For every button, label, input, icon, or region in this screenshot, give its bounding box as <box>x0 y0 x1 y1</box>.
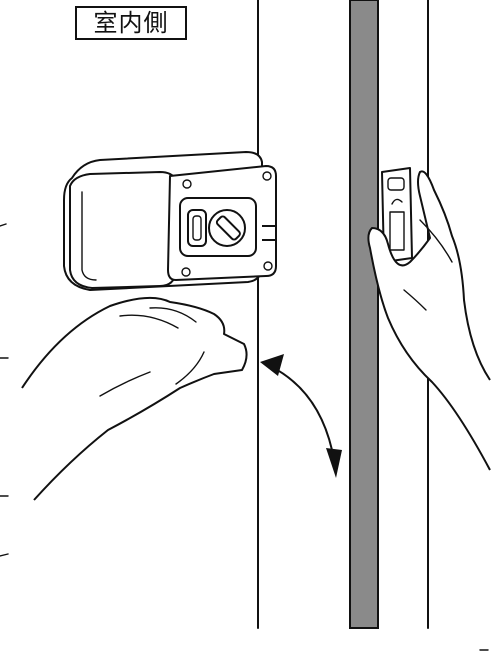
left-hand <box>22 298 247 500</box>
door-edge-strip <box>350 0 378 628</box>
door-swing-arrow-icon <box>260 354 342 478</box>
door-lock-unit-icon <box>64 152 276 290</box>
